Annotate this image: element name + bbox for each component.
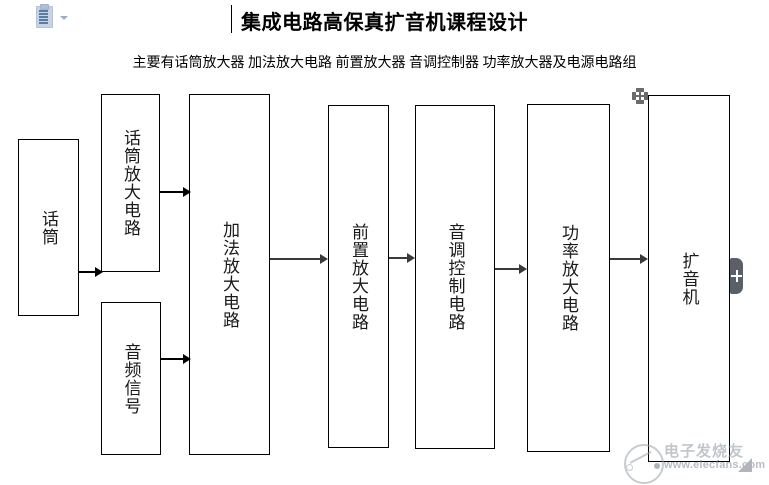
page-subtitle: 主要有话筒放大器 加法放大电路 前置放大器 音调控制器 功率放大器及电源电路组 [132,56,637,71]
text-cursor [231,5,232,33]
chevron-down-icon[interactable] [60,16,68,20]
diagram-node-pre-amp[interactable]: 前置放大电路 [328,105,389,448]
diagram-node-power-amp[interactable]: 功率放大电路 [527,104,610,452]
diagram-node-mic-amp[interactable]: 话筒放大电路 [101,94,160,272]
move-four-arrows-icon[interactable] [632,88,648,104]
connector-mic-amp-to-sum-amp [160,191,183,193]
arrowhead-icon [407,253,415,263]
connector-pre-amp-to-tone-control [389,257,407,259]
node-label: 音频信号 [121,342,141,415]
node-label: 加法放大电路 [220,220,240,329]
diagram-node-mic[interactable]: 话筒 [18,139,79,316]
arrowhead-icon [519,264,527,274]
node-label: 话筒放大电路 [121,129,141,237]
connector-mic-to-mic-amp [79,271,95,273]
arrowhead-icon [640,254,648,264]
paste-clipboard-clip [40,4,49,10]
connector-audio-to-sum-amp [161,358,183,360]
diagram-node-audio-signal[interactable]: 音频信号 [101,302,161,455]
arrowhead-icon [95,267,103,277]
arrowhead-icon [183,354,191,364]
connector-tone-control-to-power-amp [495,268,519,270]
diagram-node-sum-amp[interactable]: 加法放大电路 [189,94,270,455]
node-label: 功率放大电路 [559,224,579,332]
layout-options-plus-icon[interactable] [730,258,743,294]
diagram-node-tone-control[interactable]: 音调控制电路 [415,105,495,449]
paste-options-icon[interactable] [36,4,54,28]
diagram-node-speaker[interactable]: 扩音机 [648,95,730,462]
node-label: 扩音机 [679,251,699,306]
connector-sum-amp-to-pre-amp [270,258,320,260]
node-label: 话筒 [39,209,59,246]
node-label: 音调控制电路 [445,223,465,331]
arrowhead-icon [183,187,191,197]
page-title: 集成电路高保真扩音机课程设计 [241,12,528,34]
connector-power-amp-to-speaker [610,258,640,260]
node-label: 前置放大电路 [349,222,369,331]
arrowhead-icon [320,254,328,264]
